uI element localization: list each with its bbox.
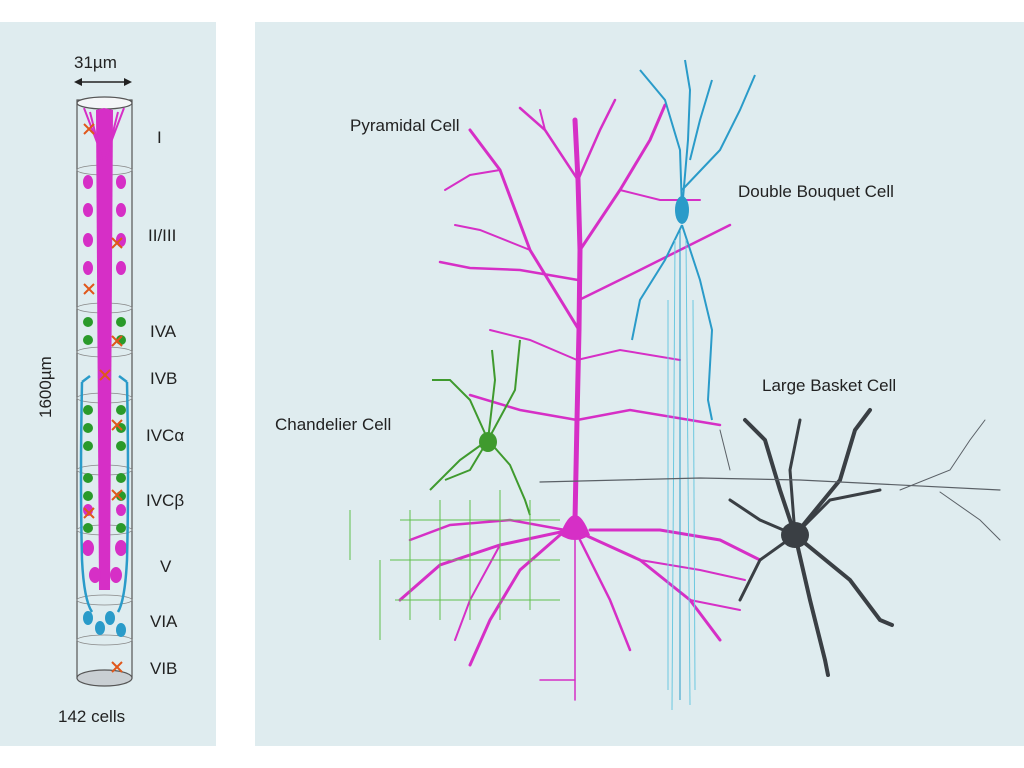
large-basket-cell-label: Large Basket Cell — [762, 376, 897, 395]
large-basket-cell — [539, 408, 1001, 677]
layer-label-IVA: IVA — [150, 322, 177, 341]
layer-label-IVCbeta: IVCβ — [146, 491, 185, 510]
pyramidal-cell-label: Pyramidal Cell — [350, 116, 460, 135]
double-bouquet-soma — [675, 196, 689, 224]
chandelier-soma — [479, 432, 497, 452]
pyramidal-cell — [398, 98, 762, 701]
cortical-column — [74, 78, 133, 687]
layer-label-II-III: II/III — [148, 226, 177, 245]
apical-bundle — [96, 108, 113, 590]
column-top — [76, 96, 133, 110]
column-orange-cells — [83, 123, 123, 673]
pyramidal-soma — [560, 515, 590, 540]
column-pyramidal-somata — [82, 175, 127, 583]
double-bouquet-cell-label: Double Bouquet Cell — [738, 182, 894, 201]
column-blue-somata — [83, 611, 126, 637]
layer-I-dendrites — [83, 107, 125, 161]
column-width-label: 31µm — [74, 53, 117, 72]
double-bouquet-cell — [631, 59, 756, 711]
column-height-label: 1600µm — [36, 356, 55, 418]
layer-label-V: V — [160, 557, 172, 576]
layer-label-I: I — [157, 128, 162, 147]
width-arrow-head-left — [74, 78, 82, 86]
layer-label-VIA: VIA — [150, 612, 178, 631]
column-green-cells — [83, 317, 126, 533]
cell-count-label: 142 cells — [58, 707, 126, 726]
column-blue-processes — [79, 375, 130, 613]
layer-label-VIB: VIB — [150, 659, 178, 678]
column-bottom — [76, 669, 133, 687]
layer-label-IVCalpha: IVCα — [146, 426, 185, 445]
width-arrow-head-right — [124, 78, 132, 86]
neuron-types-panel — [255, 22, 1024, 746]
chandelier-cell-label: Chandelier Cell — [275, 415, 392, 434]
large-basket-soma — [781, 522, 809, 548]
chandelier-cell — [349, 339, 560, 640]
layer-label-IVB: IVB — [150, 369, 178, 388]
